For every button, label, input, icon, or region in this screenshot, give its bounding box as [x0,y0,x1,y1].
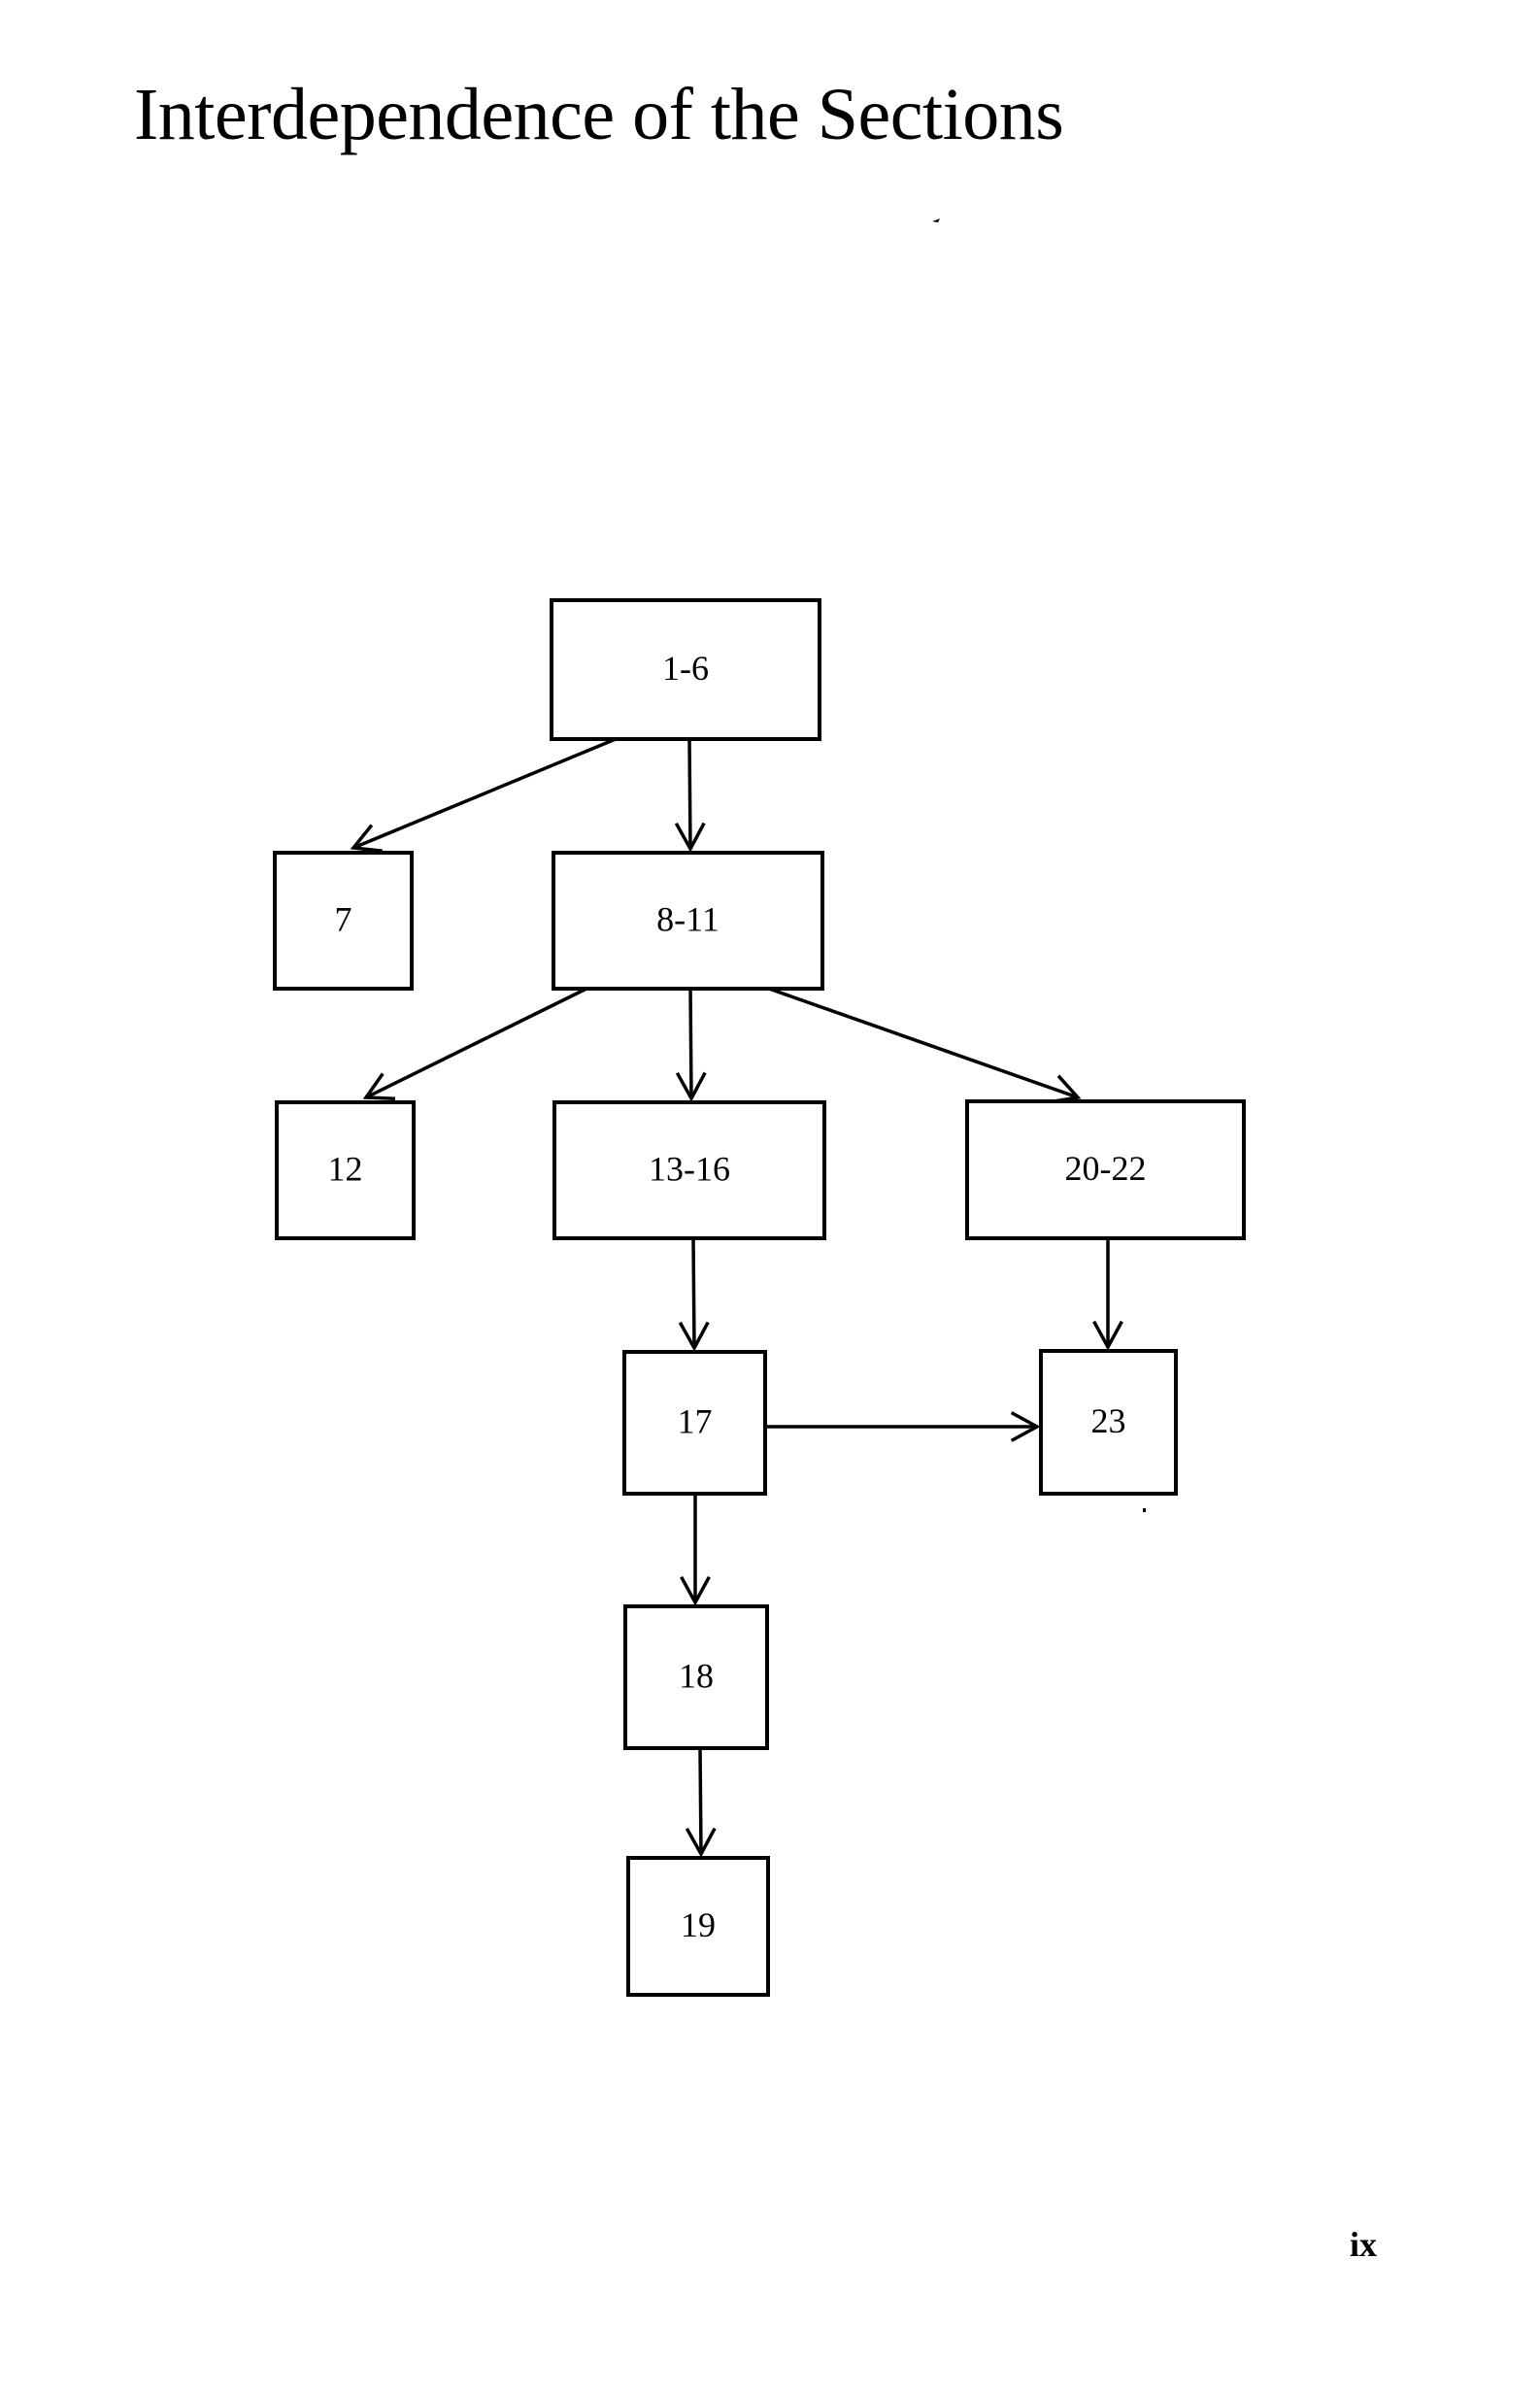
section-node-23: 23 [1039,1349,1178,1496]
arrowhead-icon [1092,1320,1123,1351]
arrow-shaft [691,1237,696,1349]
section-label: 8-11 [656,899,720,938]
section-node-18: 18 [623,1604,769,1750]
section-box [965,1099,1246,1240]
arrow-shaft [688,988,693,1099]
arrowhead-icon [675,1071,707,1102]
section-node-20-22: 20-22 [965,1099,1246,1240]
section-box [626,1856,770,1997]
section-label: 20-22 [1065,1149,1147,1188]
section-box [1039,1349,1178,1496]
section-box [622,1350,767,1496]
arrow-shaft [687,738,692,850]
dependency-arrow [680,1494,711,1606]
page-number: ix [1350,2225,1378,2264]
section-box [550,598,821,741]
dependency-arrow [685,1747,717,1858]
section-box [623,1604,769,1750]
scan-speck [932,219,940,222]
arrow-shaft [698,1747,703,1855]
section-label: 18 [679,1656,714,1695]
section-box [275,1100,416,1240]
arrow-shaft [768,987,1079,1099]
section-label: 7 [335,899,352,938]
arrow-shaft [365,987,587,1099]
arrowhead-icon [1010,1411,1041,1442]
dependency-arrow [674,738,706,853]
section-node-7: 7 [273,851,414,991]
scan-speck [1143,1508,1146,1512]
arrowhead-icon [362,1072,396,1100]
arrowhead-icon [678,1321,710,1352]
section-box [552,1100,826,1240]
section-label: 23 [1091,1401,1126,1440]
dependency-arrow [1092,1238,1123,1351]
section-node-19: 19 [626,1856,770,1997]
section-label: 12 [328,1149,363,1188]
arrowhead-icon [680,1575,711,1606]
dependency-arrow [768,987,1082,1104]
section-node-8-11: 8-11 [552,851,824,991]
arrowhead-icon [685,1827,717,1858]
section-node-1-6: 1-6 [550,598,821,741]
section-label: 1-6 [662,649,709,688]
section-box [552,851,824,991]
section-node-12: 12 [275,1100,416,1240]
section-label: 19 [681,1905,716,1944]
arrow-shaft [352,737,617,850]
dependency-arrow [765,1411,1041,1442]
section-label: 17 [678,1401,713,1440]
dependency-arrow [675,988,707,1102]
dependency-arrow [362,987,587,1100]
section-node-13-16: 13-16 [552,1100,826,1240]
page-title: Interdependence of the Sections [134,74,1064,155]
arrowhead-icon [674,822,706,853]
section-box [273,851,414,991]
section-node-17: 17 [622,1350,767,1496]
arrowhead-icon [350,824,384,853]
dependency-arrow [350,737,617,853]
dependency-arrow [678,1237,710,1352]
section-label: 13-16 [649,1149,730,1188]
